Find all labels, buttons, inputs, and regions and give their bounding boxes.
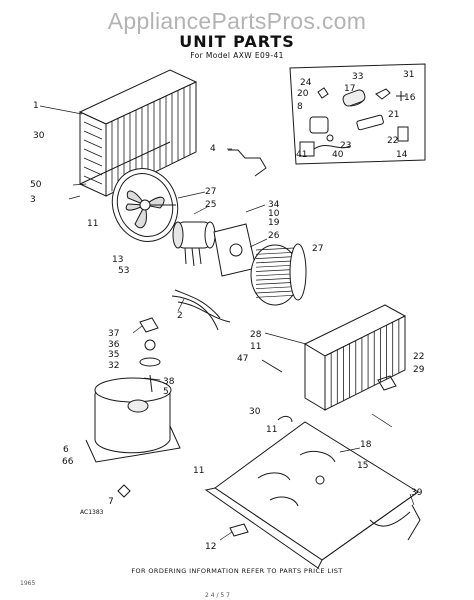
leader-lines — [40, 106, 414, 540]
callout-19: 19 — [268, 218, 280, 228]
callout-15: 15 — [357, 461, 369, 471]
callout-10: 10 — [268, 209, 280, 219]
fan-motor — [173, 222, 215, 266]
figure-code: AC1383 — [80, 509, 104, 516]
model-subtitle: For Model AXW E09-41 — [190, 51, 284, 60]
callout-50: 50 — [30, 180, 42, 190]
callout-11: 11 — [87, 219, 99, 229]
callout-30: 30 — [33, 131, 45, 141]
top-coil-assembly — [80, 70, 196, 196]
drain-tube — [370, 505, 420, 540]
callout-7: 7 — [108, 497, 114, 507]
callout-2: 2 — [177, 311, 183, 321]
callout-11: 11 — [266, 425, 278, 435]
callout-18: 18 — [360, 440, 372, 450]
callout-41: 41 — [296, 150, 308, 160]
wiring-harness — [172, 290, 230, 330]
callout-30: 30 — [249, 407, 261, 417]
tube-bracket — [228, 150, 266, 176]
watermark: AppliancePartsPros.com — [107, 8, 367, 34]
callout-13: 13 — [112, 255, 124, 265]
callout-11: 11 — [250, 342, 262, 352]
callout-17: 17 — [344, 84, 356, 94]
motor-mount-plate — [214, 224, 256, 276]
callout-28: 28 — [250, 330, 262, 340]
base-pan — [206, 422, 418, 568]
callout-32: 32 — [108, 361, 120, 371]
sleeve-30 — [278, 416, 292, 422]
callout-5: 5 — [163, 387, 169, 397]
condenser-coil — [305, 305, 405, 410]
page-title: UNIT PARTS — [179, 32, 295, 51]
callout-25: 25 — [205, 200, 217, 210]
callout-22: 22 — [413, 352, 425, 362]
callout-27: 27 — [205, 187, 217, 197]
callout-6: 6 — [63, 445, 69, 455]
control-parts-inset — [290, 64, 425, 164]
bracket-12 — [230, 524, 248, 536]
clip-47 — [262, 360, 282, 372]
callout-33: 33 — [352, 72, 364, 82]
part-22-29 — [378, 376, 396, 390]
callout-24: 24 — [300, 78, 312, 88]
callout-31: 31 — [403, 70, 415, 80]
callout-1: 1 — [33, 101, 39, 111]
callout-21: 21 — [388, 110, 400, 120]
gasket-7 — [118, 485, 130, 497]
callout-4: 4 — [210, 144, 216, 154]
fan-blade — [102, 159, 187, 250]
callout-26: 26 — [268, 231, 280, 241]
callout-27: 27 — [312, 244, 324, 254]
callout-8: 8 — [297, 102, 303, 112]
callout-14: 14 — [396, 150, 408, 160]
callout-20: 20 — [297, 89, 309, 99]
callout-16: 16 — [404, 93, 416, 103]
callout-11: 11 — [193, 466, 205, 476]
callout-12: 12 — [205, 542, 217, 552]
callout-40: 40 — [332, 150, 344, 160]
callout-66: 66 — [62, 457, 74, 467]
callout-47: 47 — [237, 354, 249, 364]
edge-text-left: 1965 — [20, 580, 36, 587]
blower-wheel — [251, 244, 306, 305]
ordering-footer: FOR ORDERING INFORMATION REFER TO PARTS … — [131, 567, 343, 575]
callout-22: 22 — [387, 136, 399, 146]
callout-34: 34 — [268, 200, 280, 210]
callout-37: 37 — [108, 329, 120, 339]
callout-38: 38 — [163, 377, 175, 387]
edge-text-bottom: 2 4 / 5 7 — [205, 592, 230, 599]
callout-53: 53 — [118, 266, 130, 276]
callout-3: 3 — [30, 195, 36, 205]
callout-29: 29 — [413, 365, 425, 375]
compressor — [86, 318, 180, 462]
callout-35: 35 — [108, 350, 120, 360]
callout-36: 36 — [108, 340, 120, 350]
callout-39: 39 — [411, 488, 423, 498]
callout-23: 23 — [340, 141, 352, 151]
